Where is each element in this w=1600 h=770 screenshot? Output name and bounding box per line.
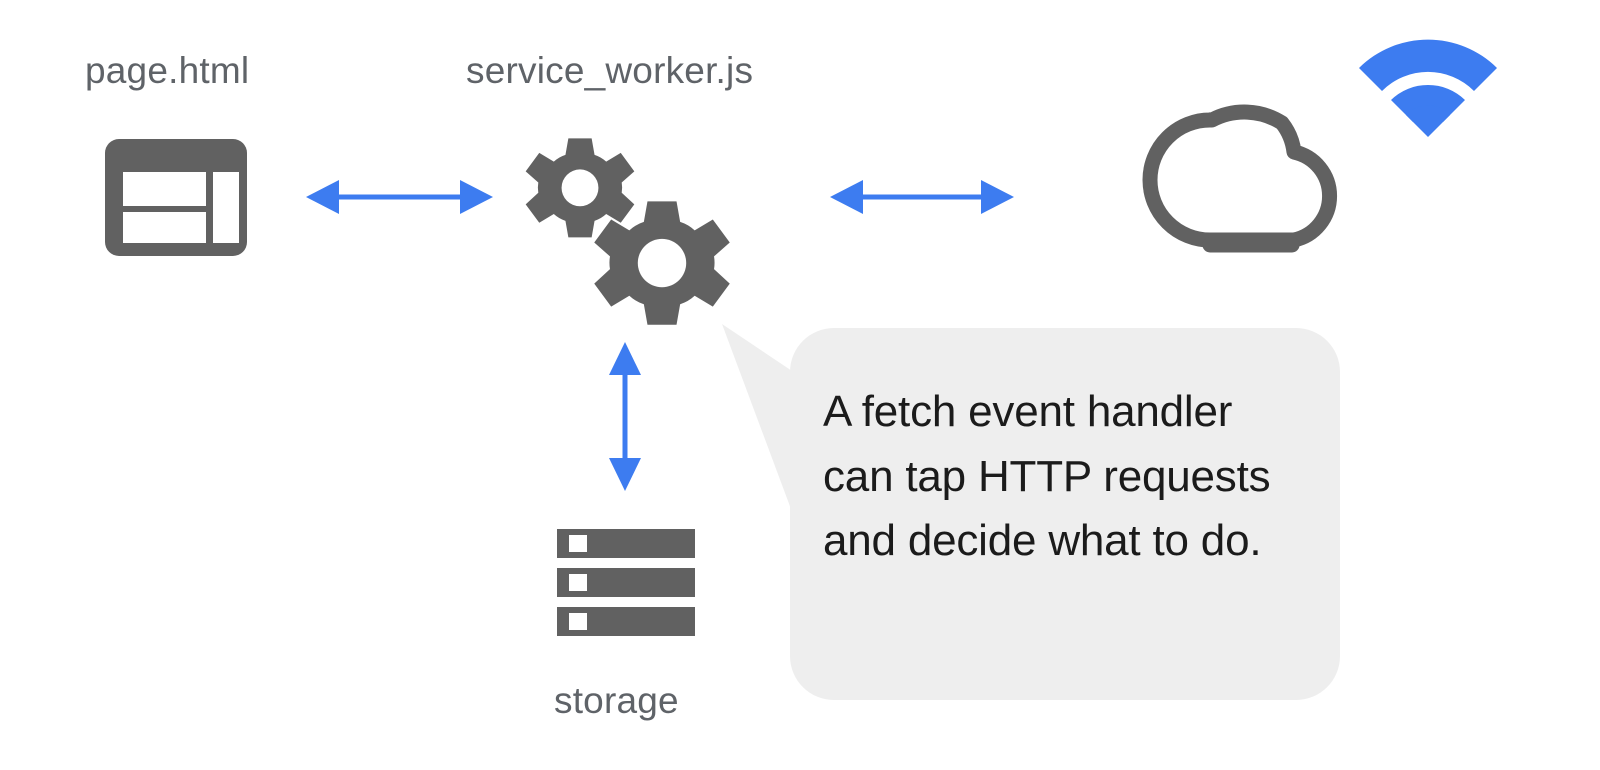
service-worker-to-storage-arrow xyxy=(609,342,641,491)
page-html-label: page.html xyxy=(85,50,250,91)
callout-text: A fetch event handler can tap HTTP reque… xyxy=(823,387,1271,566)
page-layout-icon xyxy=(105,139,247,256)
page-to-service-worker-arrow xyxy=(306,180,493,214)
callout-bubble: A fetch event handler can tap HTTP reque… xyxy=(790,328,1340,700)
wifi-icon xyxy=(1359,39,1497,137)
cloud-icon xyxy=(1142,104,1338,253)
storage-label: storage xyxy=(554,680,679,721)
gears-icon xyxy=(525,138,730,325)
service-worker-to-cloud-arrow xyxy=(830,180,1014,214)
service-worker-label: service_worker.js xyxy=(466,50,754,91)
storage-database-icon xyxy=(557,529,695,636)
